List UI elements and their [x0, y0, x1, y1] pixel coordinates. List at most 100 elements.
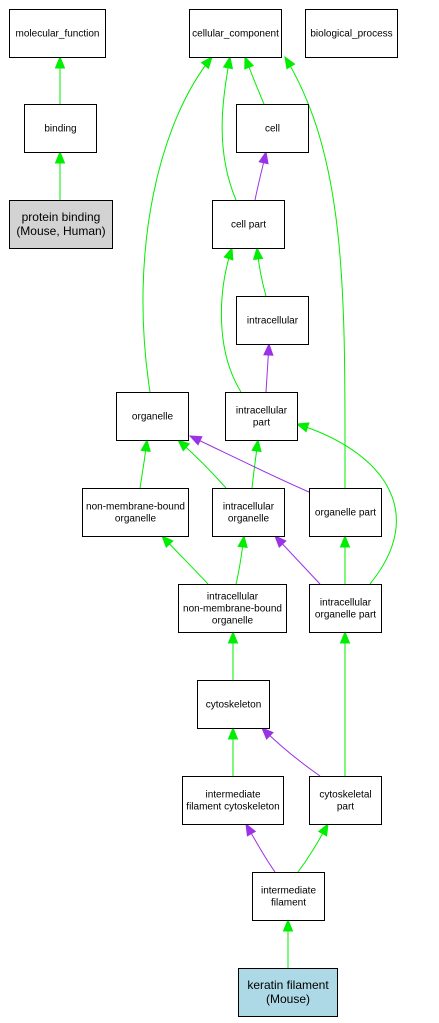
- node-label: intracellular: [247, 315, 299, 326]
- arrowhead-intracellular_part-to-cell_part: [223, 246, 234, 261]
- node-box: [189, 9, 282, 58]
- arrowhead-cytoskeletal_part-to-intracellular_organelle_part: [339, 630, 351, 644]
- node-label: cytoskeleton: [206, 699, 262, 710]
- node-organelle-part[interactable]: organelle part: [309, 488, 382, 537]
- edge-layer: [54, 55, 397, 968]
- node-label: intracellular: [236, 405, 288, 416]
- arrowhead-intracellular_part-to-intracellular: [263, 342, 274, 356]
- arrowhead-keratin_filament-to-intermediate_filament: [282, 918, 294, 932]
- node-box: [212, 200, 285, 249]
- arrowhead-intracellular_organelle_part-to-intracellular_part: [295, 422, 310, 433]
- arrowhead-cell_part-to-cellular_component: [222, 55, 234, 70]
- node-box: [24, 104, 97, 153]
- node-cellular-component[interactable]: cellular_component: [189, 9, 282, 58]
- node-biological-process[interactable]: biological_process: [305, 9, 398, 58]
- node-protein-binding[interactable]: protein binding(Mouse, Human): [9, 200, 113, 249]
- arrowhead-intracellular_organelle-to-intracellular_part: [251, 438, 262, 453]
- node-box: [236, 104, 309, 153]
- arrowhead-protein_binding-to-binding: [54, 150, 66, 164]
- edge-organelle_part-to-cellular_component: [284, 56, 346, 489]
- node-box: [9, 200, 113, 249]
- node-box: [9, 9, 106, 58]
- node-box: [309, 584, 382, 633]
- node-organelle[interactable]: organelle: [116, 392, 189, 441]
- node-label: cellular_component: [192, 28, 279, 39]
- edge-organelle-to-cellular_component: [142, 56, 213, 393]
- node-label: part: [253, 417, 270, 428]
- node-label: (Mouse, Human): [16, 224, 105, 238]
- node-cytoskeleton[interactable]: cytoskeleton: [197, 680, 270, 729]
- node-label: intracellular: [207, 591, 259, 602]
- arrowhead-intermediate_filament-to-cytoskeletal_part: [317, 822, 329, 837]
- edge-intracellular_part-to-cell_part: [220, 247, 242, 393]
- node-box: [212, 488, 285, 537]
- node-cell-part[interactable]: cell part: [212, 200, 285, 249]
- node-box: [82, 488, 189, 537]
- edge-intracellular_organelle_part-to-intracellular_part: [296, 423, 397, 585]
- arrowhead-intracellular_nmb_organelle-to-intracellular_organelle: [237, 534, 248, 549]
- node-label: organelle part: [315, 507, 376, 518]
- arrowhead-intracellular-to-cell_part: [252, 246, 264, 260]
- node-label: protein binding: [22, 210, 101, 224]
- node-molecular-function[interactable]: molecular_function: [9, 9, 106, 58]
- node-label: cell: [265, 123, 280, 134]
- node-label: keratin filament: [247, 978, 329, 992]
- node-layer: molecular_function cellular_component biol…: [9, 9, 398, 1017]
- arrowhead-organelle-to-cellular_component: [200, 55, 213, 70]
- arrowhead-organelle_part-to-cellular_component: [284, 55, 296, 70]
- node-box: [178, 584, 287, 633]
- node-intracellular[interactable]: intracellular: [236, 296, 309, 345]
- arrowhead-nmb_organelle-to-organelle: [140, 438, 151, 453]
- node-label: organelle: [212, 615, 254, 626]
- node-label: filament cytoskeleton: [186, 801, 279, 812]
- node-box: [197, 680, 270, 729]
- node-box: [225, 392, 298, 441]
- node-binding[interactable]: binding: [24, 104, 97, 153]
- node-label: biological_process: [310, 28, 392, 39]
- node-label: organelle: [228, 513, 270, 524]
- node-label: binding: [44, 123, 76, 134]
- arrowhead-cytoskeleton-to-intracellular_nmb_organelle: [227, 630, 239, 644]
- node-label: intracellular: [223, 501, 275, 512]
- node-keratin-filament[interactable]: keratin filament(Mouse): [238, 968, 338, 1017]
- node-label: (Mouse): [266, 992, 310, 1006]
- node-box: [309, 776, 382, 825]
- edge-cell_part-to-cellular_component: [221, 56, 237, 201]
- node-label: intermediate: [261, 885, 316, 896]
- arrowhead-intermediate_filament-to-if_cytoskeleton: [245, 822, 257, 837]
- arrowhead-cell-to-cellular_component: [244, 55, 255, 70]
- arrowhead-cell_part-to-cell: [258, 150, 269, 165]
- node-label: intracellular: [320, 597, 372, 608]
- node-label: cell part: [231, 219, 266, 230]
- node-label: cytoskeletal: [319, 789, 371, 800]
- arrowhead-binding-to-molecular_function: [54, 55, 66, 69]
- arrowhead-intracellular_organelle_part-to-organelle_part: [339, 534, 351, 548]
- arrowhead-organelle_part-to-organelle: [188, 435, 203, 446]
- node-box: [309, 488, 382, 537]
- node-label: organelle: [132, 411, 174, 422]
- edge-organelle_part-to-organelle: [189, 435, 310, 493]
- node-label: filament: [271, 897, 306, 908]
- arrowhead-intracellular_organelle_part-to-intracellular_organelle: [274, 535, 287, 548]
- node-box: [236, 296, 309, 345]
- node-label: intermediate: [205, 789, 260, 800]
- arrowhead-cytoskeletal_part-to-cytoskeleton: [261, 727, 274, 740]
- node-box: [116, 392, 189, 441]
- node-label: molecular_function: [16, 28, 100, 39]
- node-label: non-membrane-bound: [86, 501, 185, 512]
- node-box: [182, 776, 284, 825]
- node-cell[interactable]: cell: [236, 104, 309, 153]
- node-label: part: [337, 801, 354, 812]
- node-box: [238, 968, 338, 1017]
- arrowhead-intracellular_nmb_organelle-to-nmb_organelle: [161, 535, 174, 548]
- node-label: organelle: [115, 513, 157, 524]
